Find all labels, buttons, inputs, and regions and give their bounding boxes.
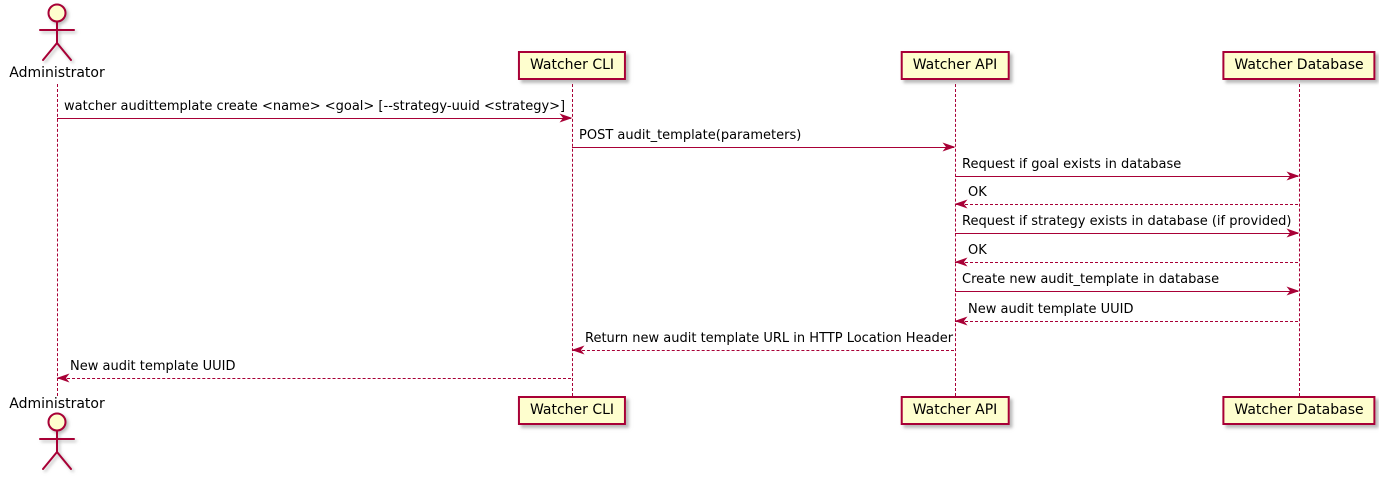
message-8-label: New audit template UUID — [968, 302, 1134, 317]
lifeline-administrator — [57, 84, 58, 396]
message-3-label: Request if goal exists in database — [962, 157, 1182, 172]
message-10-arrowhead-icon — [56, 373, 70, 383]
participant-watcher-database-top: Watcher Database — [1222, 51, 1376, 80]
actor-administrator-label-top: Administrator — [9, 65, 105, 81]
message-5-arrowhead-icon — [1286, 228, 1300, 238]
message-5-label: Request if strategy exists in database (… — [962, 214, 1292, 229]
message-9-line — [572, 350, 954, 351]
message-7-arrowhead-icon — [1286, 286, 1300, 296]
message-3-arrowhead-icon — [1286, 171, 1300, 181]
message-3-line — [955, 176, 1298, 177]
message-9-arrowhead-icon — [571, 345, 585, 355]
message-4-label: OK — [968, 185, 987, 200]
message-2-arrowhead-icon — [942, 142, 956, 152]
message-8-line — [955, 321, 1298, 322]
message-1-label: watcher audittemplate create <name> <goa… — [64, 99, 566, 114]
message-6-arrowhead-icon — [954, 257, 968, 267]
message-1-arrowhead-icon — [559, 113, 573, 123]
message-2-label: POST audit_template(parameters) — [579, 128, 802, 143]
message-7-line — [955, 291, 1298, 292]
message-7-label: Create new audit_template in database — [962, 272, 1220, 287]
message-10-line — [57, 378, 571, 379]
message-4-arrowhead-icon — [954, 199, 968, 209]
participant-watcher-api-top: Watcher API — [900, 51, 1010, 80]
participant-watcher-api-bottom: Watcher API — [900, 396, 1010, 425]
participant-watcher-cli-top: Watcher CLI — [517, 51, 627, 80]
message-8-arrowhead-icon — [954, 316, 968, 326]
lifeline-watcher-database — [1299, 84, 1300, 396]
participant-watcher-database-bottom: Watcher Database — [1222, 396, 1376, 425]
message-9-label: Return new audit template URL in HTTP Lo… — [585, 331, 954, 346]
lifeline-watcher-cli — [572, 84, 573, 396]
message-2-line — [572, 147, 954, 148]
lifeline-watcher-api — [955, 84, 956, 396]
message-10-label: New audit template UUID — [70, 359, 236, 374]
actor-administrator-bottom-icon — [39, 412, 75, 470]
message-5-line — [955, 233, 1298, 234]
actor-administrator-top-icon — [39, 3, 75, 61]
message-1-line — [57, 118, 571, 119]
message-6-line — [955, 262, 1298, 263]
message-4-line — [955, 204, 1298, 205]
message-6-label: OK — [968, 243, 987, 258]
participant-watcher-cli-bottom: Watcher CLI — [517, 396, 627, 425]
actor-administrator-label-bottom: Administrator — [9, 396, 105, 412]
